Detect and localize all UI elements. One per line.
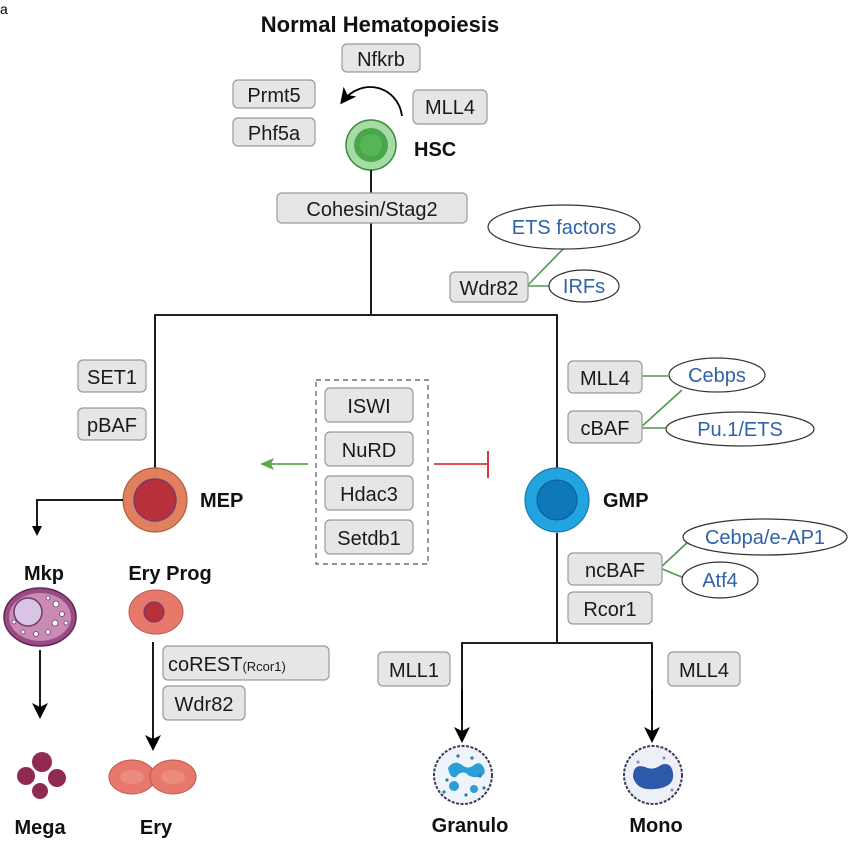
mep-cell-icon: [122, 467, 188, 533]
factor-box-corest: [162, 645, 330, 681]
factor-label-prmt5: Prmt5: [247, 85, 300, 107]
ery-prog-label: Ery Prog: [128, 563, 211, 585]
factor-label-pbaf: pBAF: [87, 415, 137, 437]
corest-sub-text: (Rcor1): [242, 659, 285, 674]
factor-box-mll1: [377, 651, 451, 687]
link-wdr82-ets: [526, 246, 566, 287]
factor-box-rcor1: [567, 591, 653, 625]
factor-label-mll4-hsc: MLL4: [425, 97, 475, 119]
tf-label-cebpa: Cebpa/e-AP1: [705, 527, 825, 549]
factor-box-hdac3: [324, 475, 414, 511]
branch-lines: [154, 314, 558, 468]
factor-label-phf5a: Phf5a: [248, 123, 301, 145]
mkp-cell-icon: [3, 587, 77, 647]
granulo-cell-icon: [433, 745, 493, 805]
granulo-label: Granulo: [432, 815, 509, 837]
factor-label-rcor1: Rcor1: [583, 599, 636, 621]
ery-label: Ery: [140, 817, 173, 839]
factor-box-cohesin: [276, 192, 468, 224]
factor-box-mll4-hsc: [412, 89, 488, 125]
mep-label: MEP: [200, 490, 243, 512]
gmp-label: GMP: [603, 490, 649, 512]
factor-label-cohesin: Cohesin/Stag2: [306, 199, 437, 221]
factor-box-cbaf: [567, 410, 643, 444]
panel-letter: a: [0, 1, 8, 17]
tf-label-ets: ETS factors: [512, 217, 616, 239]
link-ncbaf-atf4: [659, 567, 685, 579]
diagram-title: Normal Hematopoiesis: [261, 12, 499, 37]
factor-box-nurd: [324, 431, 414, 467]
factor-box-setdb1: [324, 519, 414, 555]
factor-label-nurd: NuRD: [342, 440, 396, 462]
factor-label-setdb1: Setdb1: [337, 528, 400, 550]
factor-box-phf5a: [232, 117, 316, 147]
corest-main-text: coREST: [168, 654, 242, 676]
mep-to-mkp-arrow: [32, 499, 123, 536]
self-renewal-arrow: [340, 86, 403, 117]
tf-ellipse-cebpa: [682, 518, 848, 556]
factor-label-set1: SET1: [87, 367, 137, 389]
factor-label-iswi: ISWI: [347, 396, 390, 418]
factor-box-mll4-gmp: [567, 360, 643, 394]
factor-label-hdac3: Hdac3: [340, 484, 398, 506]
repressor-complex-box: [315, 379, 429, 565]
factor-box-set1: [77, 359, 147, 393]
factor-label-wdr82-top: Wdr82: [460, 278, 519, 300]
factor-box-wdr82-top: [449, 271, 529, 303]
factor-label-ncbaf: ncBAF: [585, 560, 645, 582]
factor-box-iswi: [324, 387, 414, 423]
gmp-branch-lines: [461, 642, 653, 720]
factor-box-nfkrb: [341, 43, 421, 73]
factor-box-mll4-mono: [667, 651, 741, 687]
factor-label-mll1: MLL1: [389, 660, 439, 682]
factor-label-mll4-gmp: MLL4: [580, 368, 630, 390]
ery-prog-cell-icon: [128, 589, 184, 635]
tf-label-cebps: Cebps: [688, 365, 746, 387]
factor-box-ncbaf: [567, 552, 663, 586]
factor-box-prmt5: [232, 79, 316, 109]
factor-label-wdr82-ery: Wdr82: [175, 694, 234, 716]
tf-ellipse-pu1: [665, 411, 815, 447]
tf-ellipse-irfs: [548, 269, 620, 303]
link-cbaf-cebps: [639, 389, 683, 429]
factor-label-corest: coREST(Rcor1): [168, 654, 286, 676]
factor-box-pbaf: [77, 407, 147, 441]
tf-ellipse-atf4: [681, 561, 759, 599]
factor-box-wdr82-ery: [162, 685, 246, 721]
mega-cell-icon: [17, 752, 66, 799]
factor-label-mll4-mono: MLL4: [679, 660, 729, 682]
hsc-cell-icon: [345, 119, 397, 171]
tf-ellipse-ets: [487, 204, 641, 250]
ery-cell-icon: [108, 759, 197, 795]
hsc-label: HSC: [414, 139, 456, 161]
tf-label-pu1: Pu.1/ETS: [697, 419, 783, 441]
mono-label: Mono: [629, 815, 682, 837]
tf-ellipse-cebps: [668, 357, 766, 393]
gmp-cell-icon: [524, 467, 590, 533]
mono-cell-icon: [623, 745, 683, 805]
mega-label: Mega: [14, 817, 66, 839]
factor-label-cbaf: cBAF: [581, 418, 630, 440]
factor-label-nfkrb: Nfkrb: [357, 49, 405, 71]
tf-label-irfs: IRFs: [563, 276, 605, 298]
tf-label-atf4: Atf4: [702, 570, 738, 592]
link-ncbaf-cebpa: [659, 539, 691, 569]
mkp-label: Mkp: [24, 563, 64, 585]
